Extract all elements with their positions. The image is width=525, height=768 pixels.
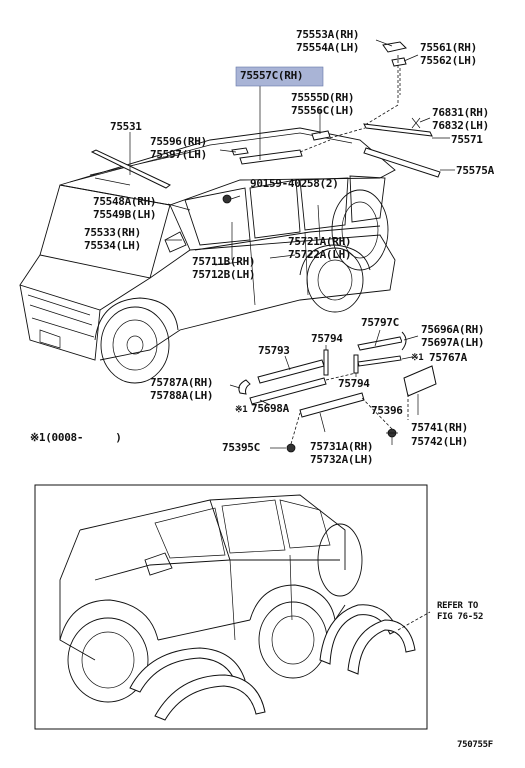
part-75553a: [382, 41, 407, 53]
label-75549b: 75549B(LH): [93, 208, 156, 221]
label-75731a: 75731A(RH): [310, 440, 373, 453]
label-75556c: 75556C(LH): [291, 104, 354, 117]
flare-front-b: [154, 674, 266, 721]
highlight-75557c: [235, 66, 324, 87]
fender-flares: [129, 604, 431, 721]
refer-line-2: FIG 76-52: [437, 612, 483, 622]
label-75562: 75562(LH): [420, 54, 477, 67]
refer-line-1: REFER TO: [437, 601, 479, 611]
label-75395c: 75395C: [222, 441, 260, 454]
vehicle-upper: [19, 127, 396, 384]
part-75787a: [238, 379, 251, 395]
middle-parts: [229, 329, 437, 453]
bolt-90159: [222, 194, 232, 204]
clip-75395c: [286, 443, 296, 453]
label-75797c: 75797C: [361, 316, 399, 329]
upper-labels: 75553A(RH) 75554A(LH) 75561(RH) 75562(LH…: [84, 28, 495, 281]
label-75596: 75596(RH): [150, 135, 207, 148]
upper-leaders: [129, 39, 455, 260]
part-75797c: [357, 336, 403, 351]
part-75531: [90, 149, 171, 189]
label-76832: 76832(LH): [432, 119, 489, 132]
part-75696a: [401, 331, 407, 351]
label-75575a: 75575A: [456, 164, 495, 177]
label-75794-b: 75794: [338, 377, 370, 390]
lower-detail-box: [34, 484, 428, 730]
label-75767a: 75767A: [429, 351, 468, 364]
label-75711b: 75711B(RH): [192, 255, 255, 268]
part-75555d: [311, 130, 331, 141]
label-75554a: 75554A(LH): [296, 41, 359, 54]
label-76831: 76831(RH): [432, 106, 489, 119]
label-75534: 75534(LH): [84, 239, 141, 252]
upper-dashed-leaders: [299, 55, 401, 153]
note-date: ※1(0008- ): [30, 431, 122, 444]
label-75548a: 75548A(RH): [93, 195, 156, 208]
label-75788a: 75788A(LH): [150, 389, 213, 402]
label-75571: 75571: [451, 133, 483, 146]
label-75698a: 75698A: [251, 402, 290, 415]
flare-rear-b: [347, 619, 416, 675]
part-75596: [231, 147, 249, 156]
part-75793: [257, 359, 325, 384]
part-75561: [391, 57, 407, 67]
label-75531: 75531: [110, 120, 142, 133]
part-75575a: [363, 147, 441, 178]
label-75557c: 75557C(RH): [240, 69, 303, 82]
mark-1-a: ※1: [411, 353, 423, 363]
label-75553a: 75553A(RH): [296, 28, 359, 41]
label-75597: 75597(LH): [150, 148, 207, 161]
label-75555d: 75555D(RH): [291, 91, 354, 104]
part-76831: [411, 117, 421, 129]
part-75731a: [299, 392, 365, 418]
part-75557c: [239, 149, 303, 165]
label-75722a: 75722A(LH): [288, 248, 351, 261]
part-75794-b: [353, 354, 359, 374]
middle-labels: 75797C 75696A(RH) 75697A(LH) 75794 ※1 75…: [30, 316, 485, 466]
figure-id: 750755F: [457, 740, 493, 750]
mark-1-b: ※1: [235, 405, 247, 415]
label-75712b: 75712B(LH): [192, 268, 255, 281]
label-75742: 75742(LH): [411, 435, 468, 448]
part-75794-a: [323, 349, 329, 376]
label-75721a: 75721A(RH): [288, 235, 351, 248]
label-75697a: 75697A(LH): [421, 336, 484, 349]
label-75787a: 75787A(RH): [150, 376, 213, 389]
label-90159: 90159-40258(2): [250, 177, 339, 190]
label-75696a: 75696A(RH): [421, 323, 484, 336]
label-75533: 75533(RH): [84, 226, 141, 239]
label-75793: 75793: [258, 344, 290, 357]
part-75741: [403, 365, 437, 397]
part-75767a: [357, 355, 402, 367]
label-75561: 75561(RH): [420, 41, 477, 54]
part-75571: [363, 123, 433, 137]
label-75794-a: 75794: [311, 332, 343, 345]
label-75396: 75396: [371, 404, 403, 417]
label-75732a: 75732A(LH): [310, 453, 373, 466]
label-75741: 75741(RH): [411, 421, 468, 434]
upper-trim-parts: [90, 41, 441, 204]
